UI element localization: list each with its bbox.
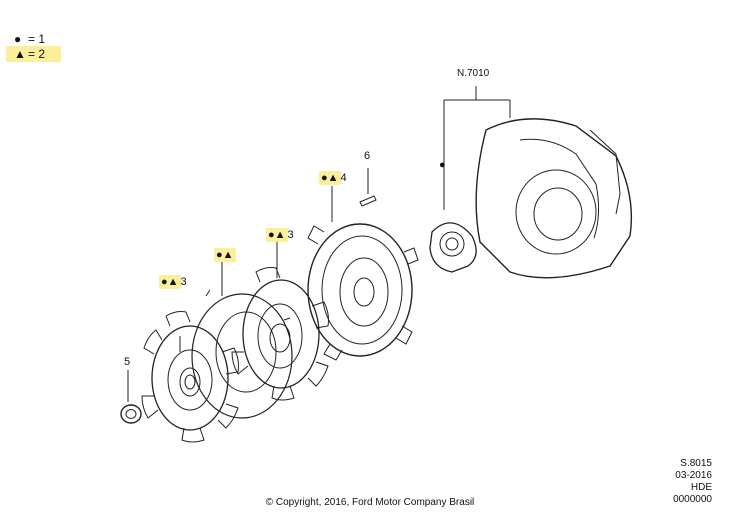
drawing-date: 03-2016: [675, 470, 712, 481]
housing-reference: N.7010: [457, 68, 489, 80]
callout-part-5: 5: [124, 356, 130, 369]
legend-text: = 1: [28, 32, 46, 46]
drawing-model: HDE: [690, 482, 712, 493]
pilot-bearing-part: [120, 370, 142, 424]
callout-label: 3: [180, 276, 187, 288]
callout-bearing: ●: [439, 159, 446, 172]
callout-part-4: ●▲4: [319, 171, 347, 185]
clutch-disc-front: [141, 311, 239, 443]
intermediate-plate: [191, 262, 293, 419]
callout-plate: ●▲: [214, 248, 236, 262]
callout-symbols: ●▲: [266, 228, 288, 242]
drawing-code: S.8015: [680, 458, 712, 469]
callout-symbols: ●▲: [159, 275, 181, 289]
drawing-number: 0000000: [673, 494, 712, 505]
callout-label: 6: [364, 150, 371, 162]
bell-housing: [444, 86, 633, 279]
dot-icon: ●: [439, 159, 446, 171]
dot-icon: ●: [14, 32, 22, 46]
legend-row-2: ▲= 2: [6, 46, 62, 62]
callout-label: 5: [124, 356, 131, 368]
drawing-info: S.8015 03-2016 HDE 0000000: [673, 458, 712, 506]
callout-label: 4: [340, 172, 347, 184]
clutch-disc-rear: [231, 242, 329, 401]
callout-symbols: ●▲: [214, 248, 236, 262]
callout-part-3-rear: ●▲3: [266, 228, 294, 242]
reference-label: N.7010: [457, 68, 490, 79]
legend-row-1: ● = 1: [14, 32, 45, 46]
triangle-icon: ▲: [14, 47, 26, 61]
callout-label: 3: [287, 229, 294, 241]
copyright-text: © Copyright, 2016, Ford Motor Company Br…: [265, 497, 475, 508]
pressure-plate-assembly: [307, 186, 419, 361]
bolt-part: [359, 168, 377, 207]
callout-part-3-front: ●▲3: [159, 275, 187, 289]
legend-text: = 2: [28, 47, 46, 61]
callout-part-6: 6: [364, 150, 370, 163]
callout-symbols: ●▲: [319, 171, 341, 185]
release-bearing: [429, 100, 477, 273]
